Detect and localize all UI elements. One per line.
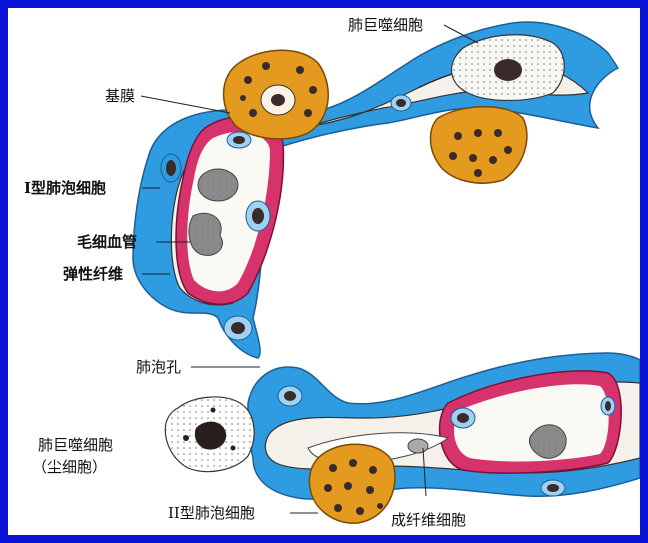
label-dust-cell-line1: 肺巨噬细胞 [38,436,113,454]
label-macrophage-top: 肺巨噬细胞 [348,16,423,34]
label-fibroblast: 成纤维细胞 [391,511,466,529]
diagram-canvas: 肺巨噬细胞 基膜 I型肺泡细胞 毛细血管 弹性纤维 肺泡孔 肺巨噬细胞 （尘细胞… [8,8,640,535]
label-dust-cell-line2: （尘细胞） [32,458,107,476]
label-capillary: 毛细血管 [77,233,137,251]
label-elastic-fiber: 弹性纤维 [63,265,123,283]
label-alveolar-pore: 肺泡孔 [136,358,181,376]
label-type2-cell: II型肺泡细胞 [168,504,255,522]
label-type1-cell: I型肺泡细胞 [24,179,106,197]
label-basement-membrane: 基膜 [105,87,135,105]
lower-type2-cell [309,444,395,523]
